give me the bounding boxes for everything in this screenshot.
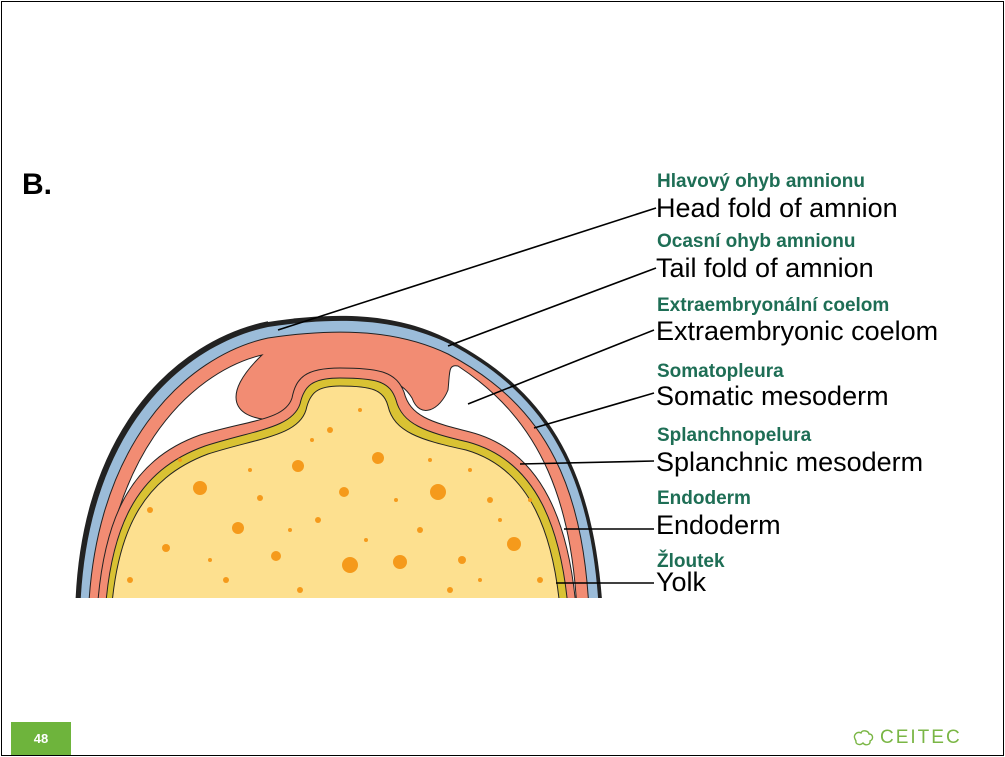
label-en-somatic-mesoderm: Somatic mesoderm: [656, 381, 889, 412]
label-cz-extraembryonic-coelom: Extraembryonální coelom: [657, 295, 889, 317]
leader-extraembryonic-coelom: [468, 330, 654, 404]
ceitec-logo-icon: [852, 729, 874, 747]
ceitec-logo: CEITEC: [852, 727, 962, 749]
ceitec-logo-text: CEITEC: [880, 727, 962, 749]
label-en-extraembryonic-coelom: Extraembryonic coelom: [656, 316, 938, 347]
label-en-yolk: Yolk: [656, 567, 706, 598]
label-cz-somatopleura: Somatopleura: [657, 361, 784, 383]
label-cz-endoderm: Endoderm: [657, 488, 751, 510]
label-cz-tail-fold: Ocasní ohyb amnionu: [657, 231, 855, 253]
label-en-tail-fold: Tail fold of amnion: [656, 253, 874, 284]
label-en-splanchnic-mesoderm: Splanchnic mesoderm: [656, 447, 923, 478]
leader-somatic-mesoderm: [534, 393, 654, 428]
label-cz-head-fold: Hlavový ohyb amnionu: [657, 171, 865, 193]
leader-tail-fold: [448, 268, 656, 346]
label-en-endoderm: Endoderm: [656, 510, 781, 541]
page-number-badge: 48: [11, 722, 71, 755]
label-cz-splanchnopleura: Splanchnopelura: [657, 425, 811, 447]
leader-head-fold: [278, 208, 656, 330]
label-en-head-fold: Head fold of amnion: [656, 193, 898, 224]
